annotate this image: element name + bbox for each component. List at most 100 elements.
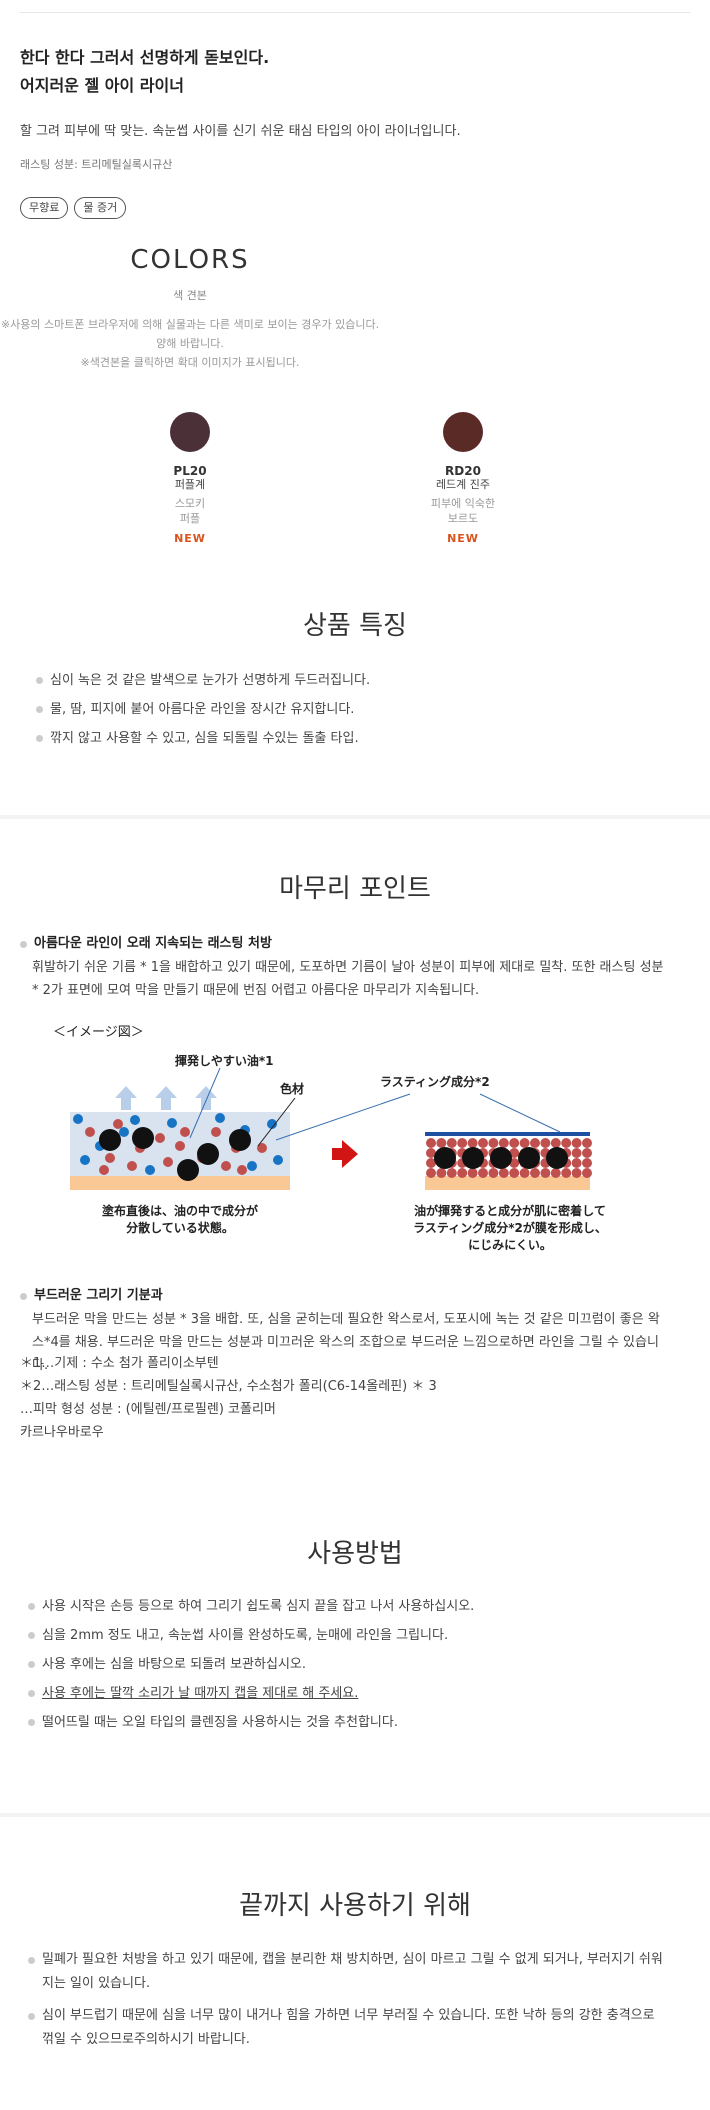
particle-red [519, 1138, 530, 1148]
particle-blue [247, 1161, 257, 1171]
tag-list: 무향료 물 증거 [20, 197, 127, 219]
new-badge: NEW [447, 532, 479, 545]
particle-red [467, 1138, 478, 1148]
caption-left-2: 分散している状態。 [126, 1220, 234, 1235]
particle-red [478, 1138, 488, 1148]
diagram-label-lasting: ラスティング成分*2 [380, 1074, 490, 1089]
colors-title: COLORS [130, 245, 250, 275]
particle-black [518, 1147, 540, 1169]
colors-note-1: ※사용의 스마트폰 브라우저에 의해 실물과는 다른 색미로 보이는 경우가 있… [0, 318, 380, 331]
top-divider [20, 12, 690, 13]
particle-black [229, 1129, 251, 1151]
particle-red [582, 1158, 592, 1168]
particle-red [488, 1138, 499, 1148]
new-badge: NEW [174, 532, 206, 545]
pointer-oil [189, 1067, 221, 1139]
product-description: 할 그려 피부에 딱 맞는. 속눈썹 사이를 신기 쉬운 태심 타입의 아이 라… [20, 124, 461, 139]
diagram-label-oil: 揮発しやすい油*1 [175, 1053, 274, 1068]
particle-blue [215, 1113, 225, 1123]
care-list: 밀폐가 필요한 처방을 하고 있기 때문에, 캡을 분리한 채 방치하면, 심이… [28, 1948, 668, 2060]
particle-red [498, 1138, 509, 1148]
particle-red [582, 1168, 592, 1178]
particle-red [467, 1168, 478, 1178]
right-arrow-icon [332, 1140, 358, 1168]
care-title: 끝까지 사용하기 위해 [239, 1891, 471, 1921]
particle-red [127, 1161, 137, 1171]
particle-red [446, 1138, 457, 1148]
particle-red [163, 1157, 173, 1167]
swatch-desc: 피부에 익숙한 보르도 [403, 496, 523, 526]
particle-red [436, 1138, 447, 1148]
swatch-desc-line-2: 퍼플 [179, 512, 201, 525]
particle-red [426, 1148, 436, 1158]
section-divider [0, 815, 710, 819]
particle-black [490, 1147, 512, 1169]
finish-point-1: 아름다운 라인이 오래 지속되는 래스팅 처방 휘발하기 쉬운 기름 * 1을 … [20, 934, 670, 1002]
swatch-desc-line-1: 피부에 익숙한 [430, 497, 496, 510]
list-item: 심이 부드럽기 때문에 심을 너무 많이 내거나 힘을 가하면 너무 부러질 수… [28, 2004, 668, 2052]
particle-blue [273, 1155, 283, 1165]
caption-left-1: 塗布直後は、油の中で成分が [102, 1203, 258, 1218]
caption-right-3: にじみにくい。 [468, 1238, 552, 1252]
list-item: 사용 후에는 딸깍 소리가 날 때까지 캡을 제대로 해 주세요. [28, 1679, 474, 1708]
finish-point-2: 부드러운 그리기 기분과 부드러운 막을 만드는 성분 * 3을 배합. 또, … [20, 1286, 670, 1377]
particle-red [237, 1165, 247, 1175]
list-item: 심을 2mm 정도 내고, 속눈썹 사이를 완성하도록, 눈매에 라인을 그립니… [28, 1621, 474, 1650]
headline-line-2: 어지러운 젤 아이 라이너 [20, 76, 184, 95]
particle-black [462, 1147, 484, 1169]
lasting-film [425, 1132, 590, 1136]
footnotes: ＊1…기제 : 수소 첨가 폴리이소부텐 ＊2…래스팅 성분 : 트리메틸실록시… [20, 1352, 437, 1444]
particle-blue [267, 1119, 277, 1129]
swatch-desc: 스모키 퍼플 [130, 496, 250, 526]
colors-subtitle: 색 견본 [173, 289, 207, 302]
colors-notes: ※사용의 스마트폰 브라우저에 의해 실물과는 다른 색미로 보이는 경우가 있… [0, 315, 380, 372]
swatch-pl20[interactable]: PL20 퍼플계 스모키 퍼플 NEW [130, 412, 250, 545]
particle-red [457, 1138, 468, 1148]
list-item: 떨어뜨릴 때는 오일 타입의 클렌징을 사용하시는 것을 추천합니다. [28, 1708, 474, 1737]
particle-red [446, 1168, 457, 1178]
usage-title: 사용방법 [307, 1539, 403, 1569]
product-headline: 한다 한다 그러서 선명하게 돋보인다. 어지러운 젤 아이 라이너 [20, 44, 269, 100]
particle-red [571, 1158, 582, 1168]
particle-red [85, 1127, 95, 1137]
particle-blue [73, 1114, 83, 1124]
footnote-1: ＊1…기제 : 수소 첨가 폴리이소부텐 [20, 1356, 219, 1371]
particle-black [546, 1147, 568, 1169]
particles-left [73, 1113, 283, 1181]
particle-red [571, 1148, 582, 1158]
skin-layer-right [425, 1176, 590, 1190]
lasting-image-diagram: ＜イメージ図＞ 揮発しやすい油*1 色材 ラスティング成分*2 塗布直後は、油の… [53, 1025, 607, 1252]
particle-red [530, 1138, 540, 1148]
swatch-rd20[interactable]: RD20 레드계 진주 피부에 익숙한 보르도 NEW [403, 412, 523, 545]
color-swatch-red[interactable] [443, 412, 483, 452]
point-title: 부드러운 그리기 기분과 [20, 1286, 670, 1306]
particle-red [155, 1133, 165, 1143]
particle-red [571, 1138, 582, 1148]
particle-red [211, 1127, 221, 1137]
tag-fragrance-free[interactable]: 무향료 [20, 197, 69, 219]
particle-red [582, 1148, 592, 1158]
particle-red [426, 1138, 436, 1148]
list-item: 사용 시작은 손등 등으로 하여 그리기 쉽도록 심지 끝을 잡고 나서 사용하… [28, 1592, 474, 1621]
particle-red [540, 1168, 551, 1178]
swatch-code: PL20 [173, 464, 207, 478]
particle-red [426, 1158, 436, 1168]
tag-waterproof[interactable]: 물 증거 [74, 197, 127, 219]
list-item: 깎지 않고 사용할 수 있고, 심을 되돌릴 수있는 돌출 타입. [36, 724, 370, 753]
particle-red [99, 1165, 109, 1175]
particle-red [436, 1168, 447, 1178]
particle-blue [167, 1118, 177, 1128]
footnote-4: 카르나우바로우 [20, 1425, 104, 1440]
list-item: 밀폐가 필요한 처방을 하고 있기 때문에, 캡을 분리한 채 방치하면, 심이… [28, 1948, 668, 1996]
point-title: 아름다운 라인이 오래 지속되는 래스팅 처방 [20, 934, 670, 954]
finish-title: 마무리 포인트 [279, 874, 431, 904]
particle-red [105, 1153, 115, 1163]
color-swatch-purple[interactable] [170, 412, 210, 452]
particle-red [561, 1168, 572, 1178]
particle-red [478, 1168, 488, 1178]
footnote-3: …피막 형성 성분 : (에틸렌/프로필렌) 코폴리머 [20, 1402, 276, 1417]
point-body: 부드러운 막을 만드는 성분 * 3을 배합. 또, 심을 굳히는데 필요한 왁… [32, 1312, 660, 1373]
up-arrows [115, 1086, 217, 1110]
features-list: 심이 녹은 것 같은 발색으로 눈가가 선명하게 두드러집니다. 물, 땀, 피… [36, 666, 370, 753]
swatch-name: 레드계 진주 [435, 478, 491, 491]
